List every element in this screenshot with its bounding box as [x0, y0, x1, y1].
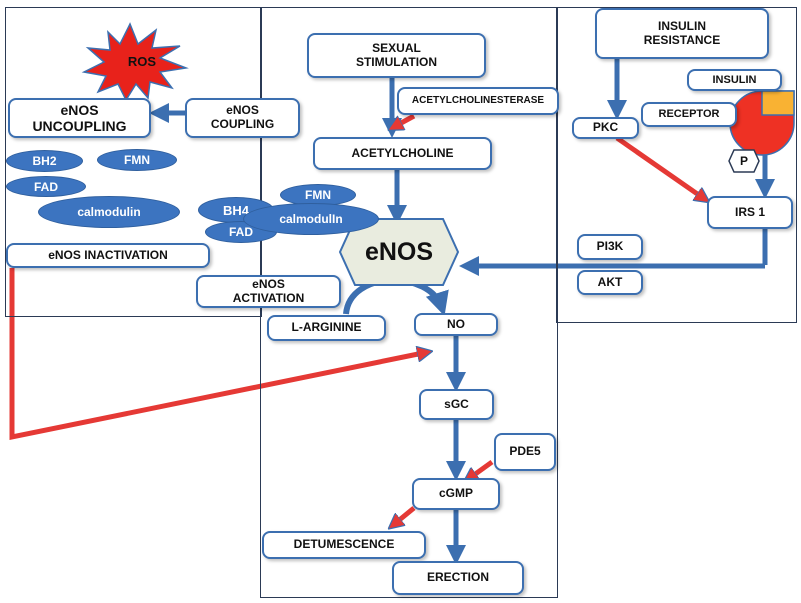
phosphate-label: P — [739, 154, 748, 168]
acetylcholine-box: ACETYLCHOLINE — [313, 137, 492, 170]
fad-ellipse-left: FAD — [6, 176, 86, 197]
fmn-ellipse-left: FMN — [97, 149, 177, 171]
pkc-box: PKC — [572, 117, 639, 139]
cgmp-box: cGMP — [412, 478, 500, 510]
enos-inactivation-box: eNOS INACTIVATION — [6, 243, 210, 268]
bh2-ellipse: BH2 — [6, 150, 83, 172]
arrow-cgmp-to-detumescence — [392, 506, 416, 526]
erection-box: ERECTION — [392, 561, 524, 595]
pi3k-box: PI3K — [577, 234, 643, 260]
enos-hexagon-shape — [338, 218, 460, 286]
enos-activation-box: eNOS ACTIVATION — [196, 275, 341, 308]
insulin-box: INSULIN — [687, 69, 782, 91]
phosphate-icon — [728, 149, 760, 173]
insulin-resistance-box: INSULIN RESISTANCE — [595, 8, 769, 59]
sgc-box: sGC — [419, 389, 494, 420]
enos-coupling-box: eNOS COUPLING — [185, 98, 300, 138]
pde5-box: PDE5 — [494, 433, 556, 471]
right-panel — [556, 7, 797, 323]
calmodulin-ellipse-center: calmodulIn — [243, 203, 379, 235]
enos-label: eNOS — [364, 237, 434, 266]
enos-uncoupling-box: eNOS UNCOUPLING — [8, 98, 151, 138]
ros-burst-icon — [81, 22, 189, 102]
ros-label: ROS — [127, 53, 157, 69]
fad-ellipse-center: FAD — [205, 221, 277, 243]
arrow-acetylcholinesterase-to-acetylcholine — [392, 113, 416, 128]
l-arginine-box: L-ARGININE — [267, 315, 386, 341]
irs1-box: IRS 1 — [707, 196, 793, 229]
receptor-box: RECEPTOR — [641, 102, 737, 127]
arrow-pkc-to-irs1 — [615, 135, 706, 200]
acetylcholinesterase-box: ACETYLCHOLINESTERASE — [397, 87, 559, 115]
left-panel — [5, 7, 262, 317]
akt-box: AKT — [577, 270, 643, 295]
sexual-stimulation-box: SEXUAL STIMULATION — [307, 33, 486, 78]
no-box: NO — [414, 313, 498, 336]
calmodulin-ellipse-left: calmodulin — [38, 196, 180, 228]
receptor-orange-square — [761, 90, 795, 116]
arrow-inactivation-to-no — [9, 268, 428, 441]
detumescence-box: DETUMESCENCE — [262, 531, 426, 559]
arrow-pde5-to-cgmp — [467, 459, 494, 480]
